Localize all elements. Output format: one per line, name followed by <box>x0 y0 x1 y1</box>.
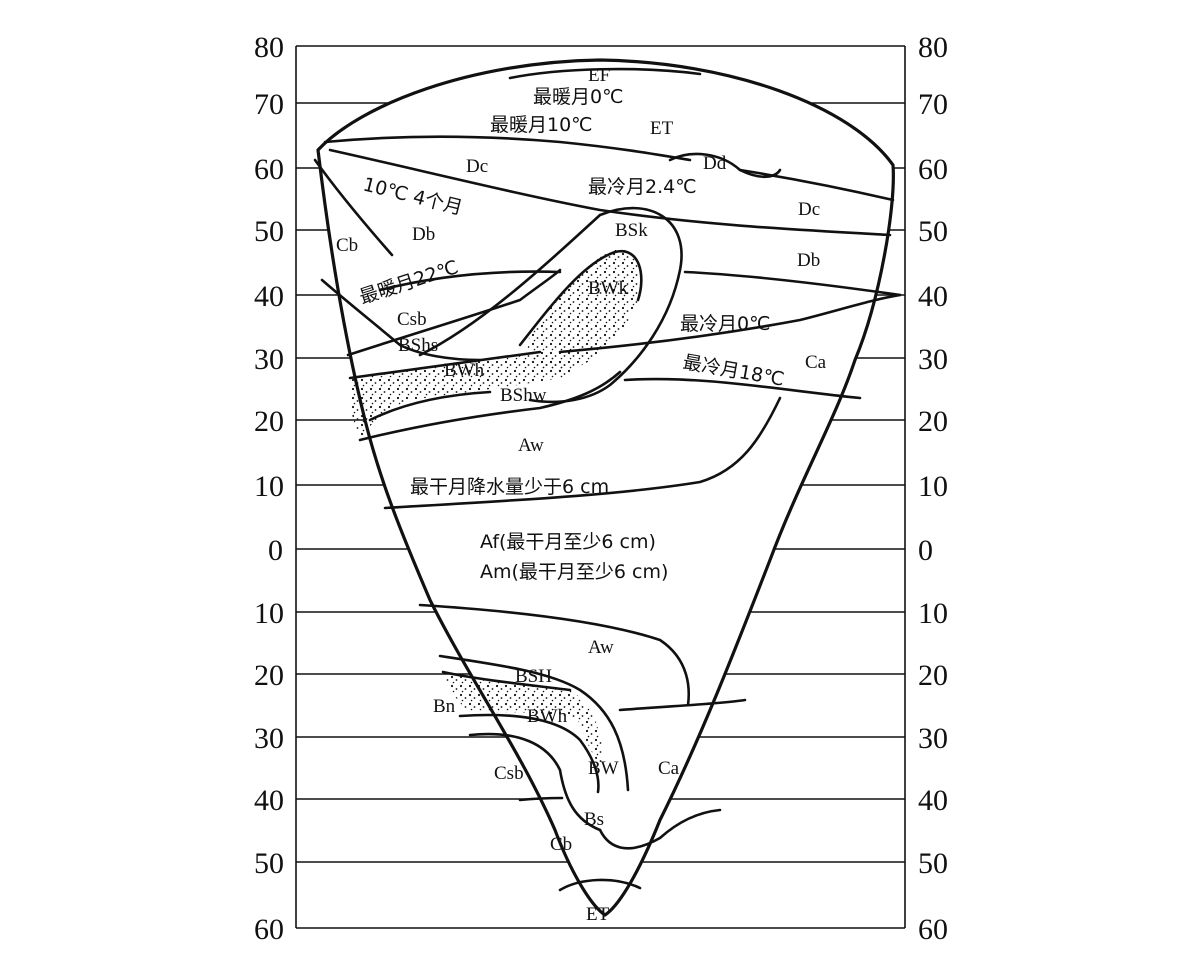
latitude-label: 60 <box>918 153 948 186</box>
region-db-left: Db <box>412 224 435 245</box>
latitude-label: 40 <box>918 784 948 817</box>
latitude-label: 60 <box>918 913 948 946</box>
latitude-label: 10 <box>918 597 948 630</box>
latitude-label: 60 <box>254 913 284 946</box>
latitude-label: 20 <box>254 659 284 692</box>
annotation-coldest-0: 最冷月0℃ <box>680 313 770 335</box>
bwk-stipple <box>527 249 641 372</box>
latitude-label: 80 <box>918 31 948 64</box>
aw-south-boundary <box>418 603 691 707</box>
latitude-label: 10 <box>254 597 284 630</box>
region-ca-south: Ca <box>658 758 680 779</box>
latitude-label: 40 <box>918 280 948 313</box>
latitude-label: 0 <box>268 534 283 567</box>
region-bn: Bn <box>433 696 456 717</box>
latitude-label: 20 <box>918 405 948 438</box>
region-aw-south: Aw <box>588 637 614 658</box>
coldest-18-boundary <box>623 377 862 400</box>
latitude-label: 60 <box>254 153 284 186</box>
region-bsh-south: BSH <box>515 666 552 687</box>
csb-south-boundary <box>468 732 602 832</box>
coldest-2-4-boundary <box>328 148 892 237</box>
bwh-lower-boundary <box>368 390 492 422</box>
bs-south-boundary <box>598 808 722 850</box>
ef-boundary <box>508 67 702 80</box>
bwk-inner <box>518 249 643 347</box>
region-db-right: Db <box>797 250 820 271</box>
continent-fill <box>318 60 894 915</box>
bwh-north-stipple <box>349 352 571 440</box>
region-csb-north: Csb <box>397 309 427 330</box>
left-latitude-labels: 80 70 60 50 40 30 20 10 0 10 20 30 40 50… <box>254 31 284 946</box>
climate-boundaries <box>313 67 902 892</box>
db-lower-boundary <box>683 270 902 297</box>
latitude-label: 50 <box>918 215 948 248</box>
annotation-coldest-2-4: 最冷月2.4℃ <box>588 176 697 198</box>
region-aw-north: Aw <box>518 435 544 456</box>
region-csb-south: Csb <box>494 763 524 784</box>
latitude-label: 0 <box>918 534 933 567</box>
latitude-label: 40 <box>254 280 284 313</box>
csb-north-boundary <box>346 268 562 357</box>
latitude-label: 30 <box>254 722 284 755</box>
latitude-label: 30 <box>918 722 948 755</box>
annotation-warmest-0: 最暖月0℃ <box>533 86 623 108</box>
latitude-label: 30 <box>254 343 284 376</box>
latitude-label: 30 <box>918 343 948 376</box>
dc-dd-boundary <box>738 168 895 202</box>
annotation-warmest-10: 最暖月10℃ <box>490 114 593 136</box>
aw-ca-south-boundary <box>618 698 747 712</box>
right-latitude-labels: 80 70 60 50 40 30 20 10 0 10 20 30 40 50… <box>918 31 948 946</box>
bwh-south-lower <box>458 713 600 794</box>
region-bwh-south: BWh <box>527 706 568 727</box>
region-bwh-north: BWh <box>444 360 485 381</box>
latitude-label: 50 <box>254 847 284 880</box>
region-cb-south: Cb <box>550 834 572 855</box>
region-dc-left: Dc <box>466 156 488 177</box>
region-bshs: BShs <box>398 335 438 356</box>
region-cb-north: Cb <box>336 235 358 256</box>
et-south-boundary <box>558 878 642 892</box>
cb-db-boundary <box>313 158 394 257</box>
bsk-loop <box>418 206 683 404</box>
region-ca-north: Ca <box>805 352 827 373</box>
warmest-22-boundary <box>320 278 482 362</box>
region-bs: Bs <box>584 809 604 830</box>
bshs-lower-boundary <box>348 350 542 380</box>
continent-outline <box>316 58 895 917</box>
latitude-label: 10 <box>918 470 948 503</box>
latitude-label: 50 <box>254 215 284 248</box>
latitude-label: 80 <box>254 31 284 64</box>
latitude-label: 20 <box>918 659 948 692</box>
annotation-af: Af(最干月至少6 cm) <box>480 531 656 553</box>
region-bwk: BWk <box>588 278 629 299</box>
aw-ca-boundary <box>383 396 782 510</box>
latitude-label: 20 <box>254 405 284 438</box>
region-dd: Dd <box>703 153 727 174</box>
latitude-label: 10 <box>254 470 284 503</box>
bwh-south-upper <box>441 670 572 692</box>
region-bw: BW <box>588 758 619 779</box>
region-dc-right: Dc <box>798 199 820 220</box>
region-bshw: BShw <box>500 385 547 406</box>
annotation-driest-less-6: 最干月降水量少于6 cm <box>410 476 609 498</box>
latitude-label: 70 <box>254 88 284 121</box>
region-labels: EF ET Dc Dd Dc Cb Db Db BSk BWk Csb BShs… <box>336 65 827 925</box>
latitude-label: 50 <box>918 847 948 880</box>
region-et-south: ET <box>586 904 610 925</box>
csb-upper-arc <box>378 270 562 292</box>
region-bsk: BSk <box>615 220 648 241</box>
annotation-am: Am(最干月至少6 cm) <box>480 561 668 583</box>
bshw-boundary <box>358 370 622 442</box>
region-et-north: ET <box>650 118 674 139</box>
coldest-0-boundary <box>558 293 902 354</box>
latitude-label: 70 <box>918 88 948 121</box>
latitude-label: 40 <box>254 784 284 817</box>
warmest-10-boundary <box>323 135 692 162</box>
bsh-south-boundary <box>438 654 630 792</box>
region-ef: EF <box>588 65 610 86</box>
cb-south-boundary <box>518 796 564 802</box>
